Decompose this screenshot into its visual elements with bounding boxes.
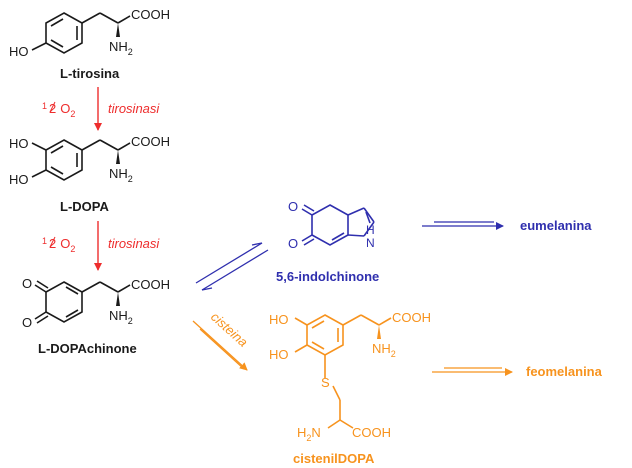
wedge-bond bbox=[116, 150, 120, 164]
oxo-label-bottom: O bbox=[288, 236, 298, 251]
structure-l-dopa bbox=[31, 139, 131, 181]
product-eumelanina: eumelanina bbox=[520, 218, 592, 233]
equilibrium-arrow-to-indolequinone bbox=[195, 242, 269, 291]
fraction-slash-2 bbox=[49, 236, 56, 248]
nh2-label: NH2 bbox=[109, 308, 133, 326]
compound-name-cistenildopa: cistenilDOPA bbox=[293, 451, 375, 466]
arrow-to-pheomelanin bbox=[432, 367, 513, 376]
oxo-label-top: O bbox=[22, 276, 32, 291]
structure-cysteinyldopa bbox=[294, 314, 392, 429]
compound-name-l-dopachinone: L-DOPAchinone bbox=[38, 341, 137, 356]
wedge-bond bbox=[377, 325, 381, 339]
ho-label-bottom: HO bbox=[269, 347, 289, 362]
ho-label: HO bbox=[9, 44, 29, 59]
enzyme-label-1: tirosinasi bbox=[108, 101, 160, 116]
enzyme-label-2: tirosinasi bbox=[108, 236, 160, 251]
wedge-bond bbox=[116, 292, 120, 306]
oxo-label-top: O bbox=[288, 199, 298, 214]
fraction-slash-1 bbox=[49, 101, 56, 113]
ho-label-top: HO bbox=[269, 312, 289, 327]
cooh-label: COOH bbox=[131, 7, 170, 22]
nh2-label: NH2 bbox=[372, 341, 396, 359]
cooh-label: COOH bbox=[131, 277, 170, 292]
cooh-label: COOH bbox=[131, 134, 170, 149]
nh2-label: NH2 bbox=[109, 39, 133, 57]
compound-name-5-6-indolchinone: 5,6-indolchinone bbox=[276, 269, 379, 284]
reagent-label-cisteina: cisteina bbox=[208, 309, 251, 350]
sulfur-label: S bbox=[321, 375, 330, 390]
product-feomelanina: feomelanina bbox=[526, 364, 603, 379]
nh2-label: NH2 bbox=[109, 166, 133, 184]
cooh-label: COOH bbox=[392, 310, 431, 325]
oxo-label-bottom: O bbox=[22, 315, 32, 330]
compound-name-l-dopa: L-DOPA bbox=[60, 199, 109, 214]
nh-label: NH bbox=[366, 223, 375, 250]
compound-name-l-tirosina: L-tirosina bbox=[60, 66, 120, 81]
arrow-to-eumelanin bbox=[422, 221, 504, 230]
structure-5-6-indolequinone bbox=[301, 204, 375, 246]
ho-label-top: HO bbox=[9, 136, 29, 151]
wedge-bond bbox=[116, 23, 120, 37]
arrow-cysteine-addition bbox=[192, 320, 248, 371]
structure-l-tyrosine bbox=[31, 12, 131, 54]
structure-l-dopaquinone bbox=[34, 280, 131, 324]
cooh-label-2: COOH bbox=[352, 425, 391, 440]
h2n-label: H2N bbox=[297, 425, 321, 443]
ho-label-bottom: HO bbox=[9, 172, 29, 187]
